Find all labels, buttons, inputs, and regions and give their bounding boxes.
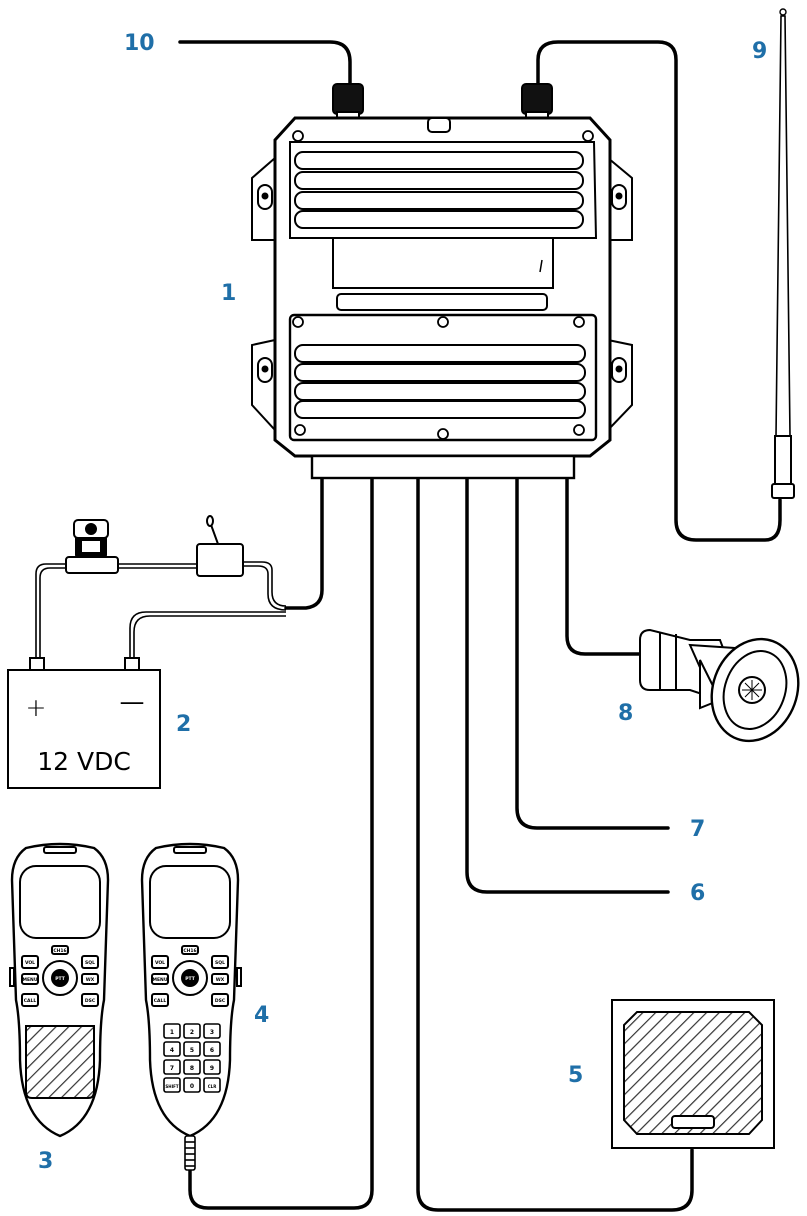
key-1: 1 xyxy=(170,1029,174,1036)
h4-key-vol: VOL xyxy=(155,960,165,966)
callout-6: 6 xyxy=(690,881,705,906)
battery-plus-label: + xyxy=(26,693,47,722)
battery xyxy=(7,657,161,789)
key-4: 4 xyxy=(170,1047,174,1054)
callout-2: 2 xyxy=(176,712,191,737)
power-switch xyxy=(196,515,244,577)
handset-cord-relief xyxy=(184,1135,196,1171)
wired-handset xyxy=(140,842,242,1171)
h3-key-vol: VOL xyxy=(25,960,35,966)
h3-key-ch16: CH16 xyxy=(53,948,66,954)
vhf-antenna-cable xyxy=(536,40,782,542)
key-9: 9 xyxy=(210,1065,214,1072)
speaker-cable xyxy=(416,476,694,1212)
h3-key-dsc: DSC xyxy=(85,998,96,1004)
speaker xyxy=(611,999,775,1149)
fuse-holder xyxy=(65,519,119,574)
handset-keypad xyxy=(163,1023,221,1093)
key-7: 7 xyxy=(170,1065,174,1072)
cable-6 xyxy=(465,476,670,894)
callout-3: 3 xyxy=(38,1149,53,1174)
callout-1: 1 xyxy=(221,281,236,306)
gps-antenna-cable xyxy=(178,40,352,86)
h4-key-sql: SQL xyxy=(215,960,225,966)
keypad-digit-labels: 1 2 3 4 5 6 7 8 9 SHIFT 0 CLR xyxy=(165,1029,216,1090)
hailer-horn xyxy=(639,628,800,743)
h3-key-call: CALL xyxy=(24,998,37,1004)
callout-5: 5 xyxy=(568,1063,583,1088)
handset-key-labels: VOL CH16 SQL MENU WX CALL DSC PTT VOL CH… xyxy=(23,948,226,1004)
callout-9: 9 xyxy=(752,39,767,64)
power-wiring xyxy=(35,561,287,658)
cable-7 xyxy=(515,476,670,830)
vhf-antenna xyxy=(771,8,795,499)
callouts: 10 9 1 2 8 7 6 4 5 3 xyxy=(38,31,767,1174)
key-0: 0 xyxy=(190,1083,194,1090)
h4-key-center: PTT xyxy=(185,976,195,982)
key-clr: CLR xyxy=(208,1084,217,1089)
h4-key-wx: WX xyxy=(216,977,225,983)
battery-minus-label: — xyxy=(120,687,145,716)
callout-10: 10 xyxy=(124,31,155,56)
main-transceiver-unit xyxy=(251,83,633,480)
h3-key-wx: WX xyxy=(86,977,95,983)
key-3: 3 xyxy=(210,1029,214,1036)
callout-8: 8 xyxy=(618,701,633,726)
handset-cable xyxy=(188,476,374,1210)
hailer-cable xyxy=(565,476,642,656)
h3-key-menu: MENU xyxy=(23,977,38,983)
h3-key-center: PTT xyxy=(55,976,65,982)
callout-4: 4 xyxy=(254,1003,269,1028)
h4-key-call: CALL xyxy=(154,998,167,1004)
power-cable xyxy=(284,476,324,610)
cables xyxy=(178,40,782,1212)
h4-key-menu: MENU xyxy=(153,977,168,983)
key-shift: SHIFT xyxy=(165,1084,178,1089)
h4-key-ch16: CH16 xyxy=(183,948,196,954)
key-5: 5 xyxy=(190,1047,194,1054)
key-6: 6 xyxy=(210,1047,214,1054)
wireless-handset xyxy=(9,842,110,1138)
key-8: 8 xyxy=(190,1065,194,1072)
callout-7: 7 xyxy=(690,817,705,842)
key-2: 2 xyxy=(190,1029,194,1036)
battery-voltage-label: 12 VDC xyxy=(37,747,131,776)
h4-key-dsc: DSC xyxy=(215,998,226,1004)
h3-key-sql: SQL xyxy=(85,960,95,966)
